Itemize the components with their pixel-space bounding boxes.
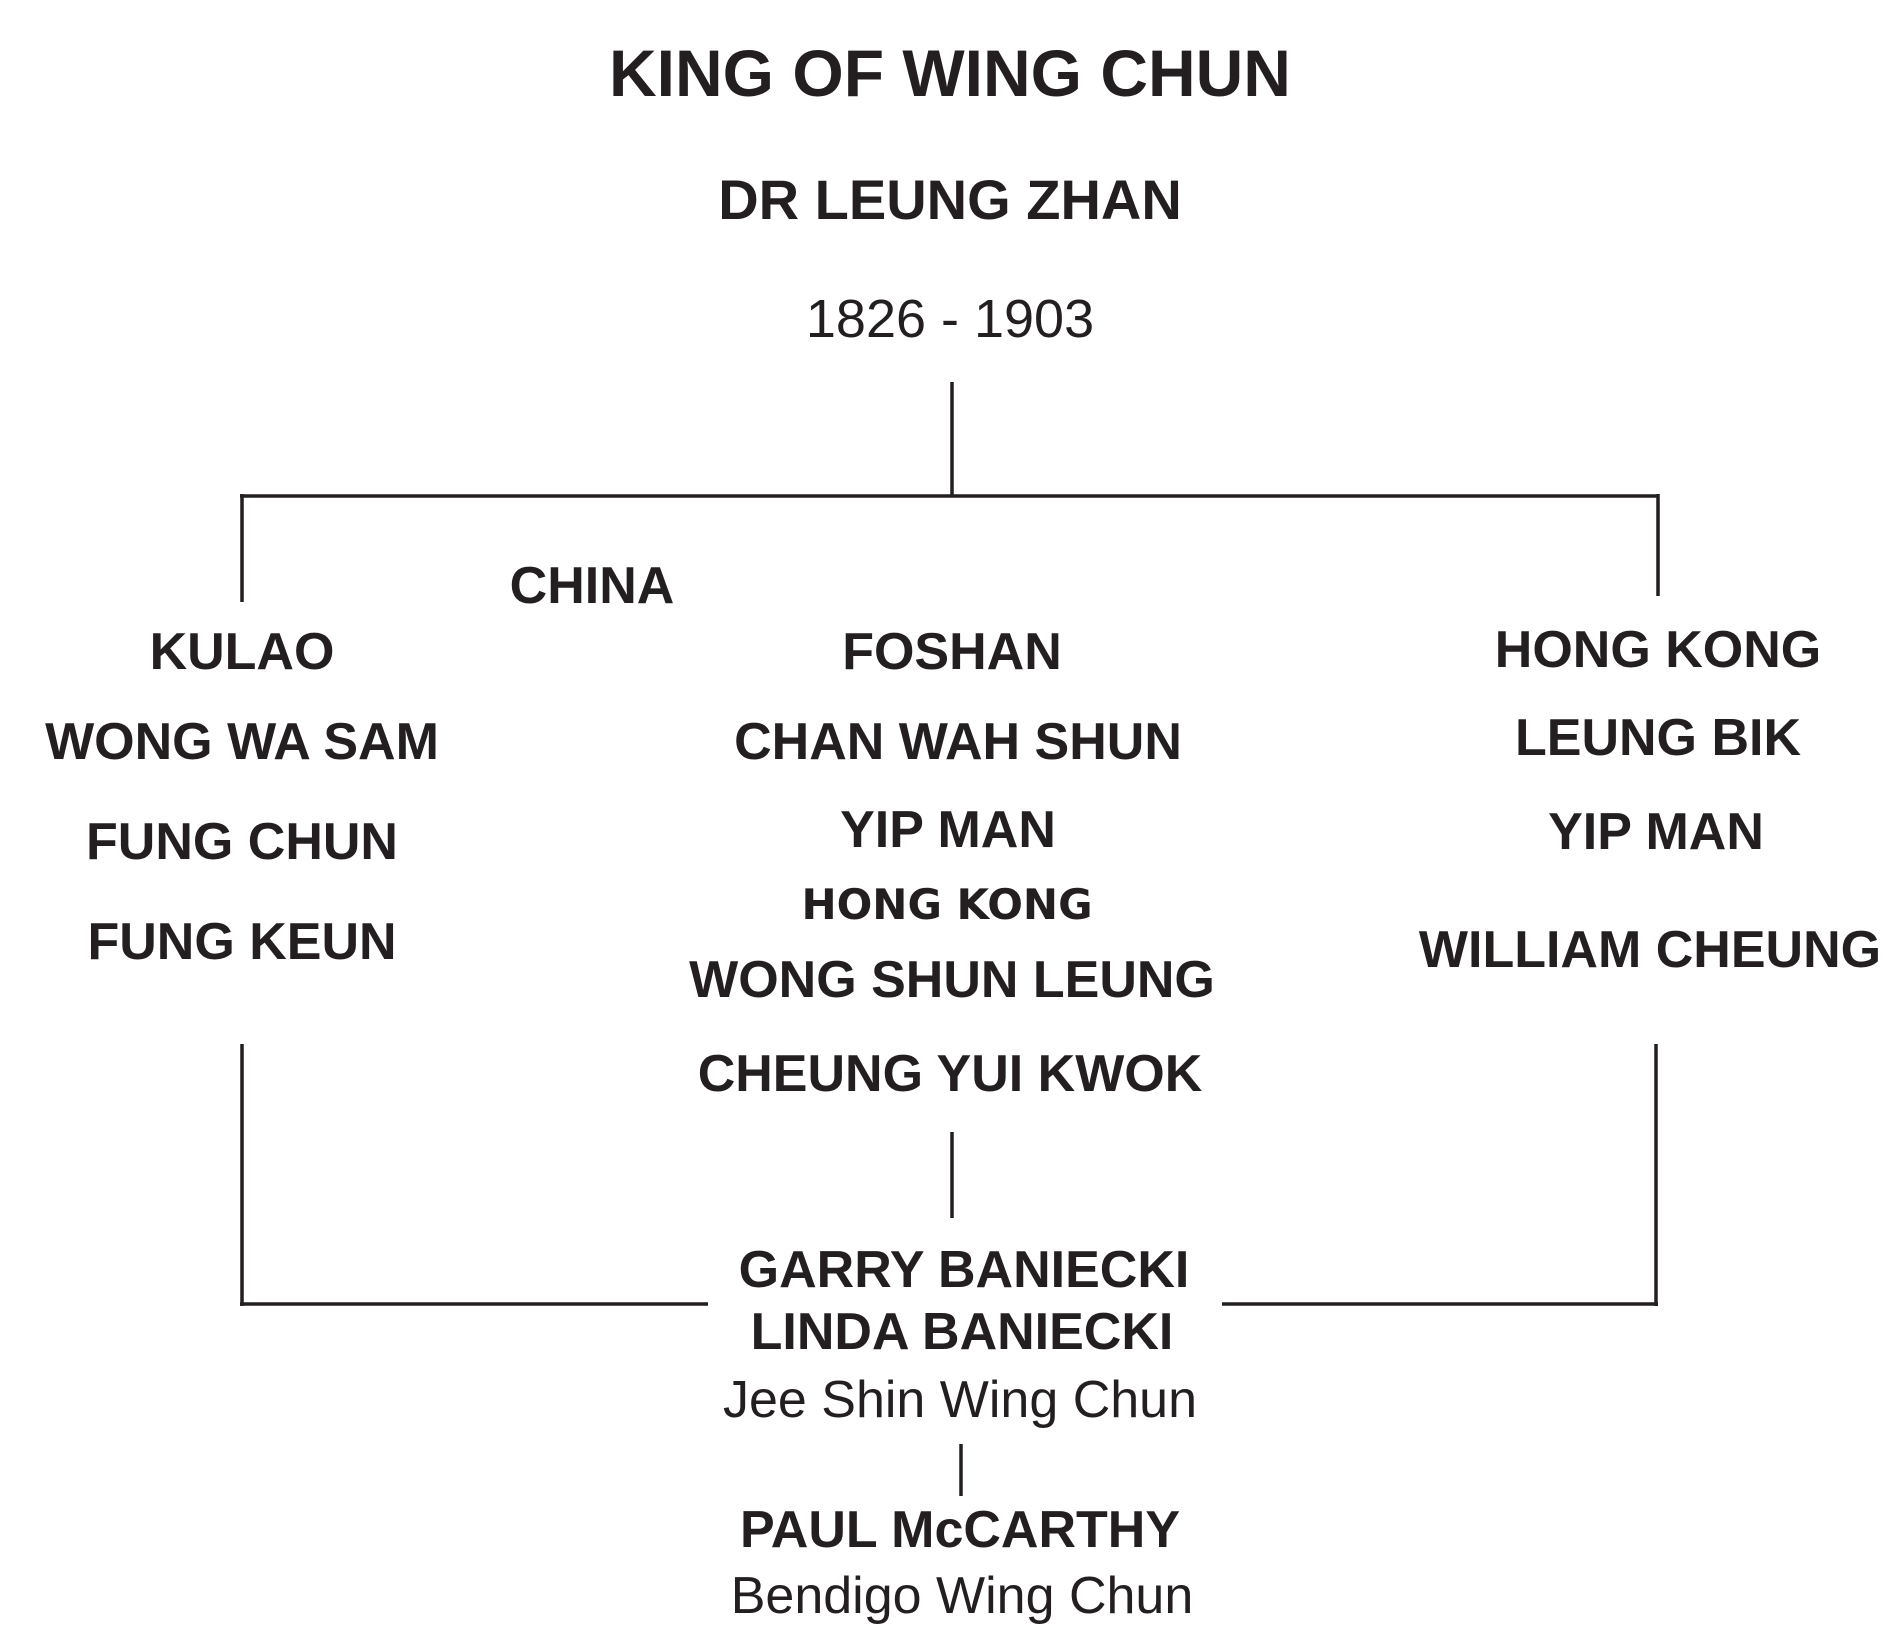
- lineage-name: LEUNG BIK: [1515, 709, 1801, 767]
- lineage-name: WILLIAM CHEUNG: [1418, 921, 1882, 979]
- lineage-name: YIP MAN: [840, 801, 1056, 859]
- branch-center-place: FOSHAN: [842, 623, 1062, 681]
- region-label-china: CHINA: [509, 557, 675, 615]
- lineage-name: WONG WA SAM: [45, 713, 439, 771]
- branch-center-sub-place: HONG KONG: [801, 880, 1093, 929]
- lineage-name: FUNG CHUN: [86, 813, 398, 871]
- lineage-name: WONG SHUN LEUNG: [689, 951, 1215, 1009]
- diagram-title: KING OF WING CHUN: [609, 36, 1291, 110]
- lineage-name: FUNG KEUN: [87, 913, 397, 971]
- successor-name: LINDA BANIECKI: [750, 1303, 1174, 1361]
- founder-years: 1826 - 1903: [805, 289, 1095, 349]
- lineage-name: CHEUNG YUI KWOK: [697, 1045, 1203, 1103]
- final-school: Bendigo Wing Chun: [730, 1567, 1194, 1625]
- final-name: PAUL McCARTHY: [739, 1501, 1181, 1559]
- branch-right-place: HONG KONG: [1494, 621, 1822, 679]
- founder-name: DR LEUNG ZHAN: [718, 168, 1182, 231]
- successor-name: GARRY BANIECKI: [738, 1241, 1190, 1299]
- branch-left-place: KULAO: [149, 623, 335, 681]
- successor-school: Jee Shin Wing Chun: [722, 1371, 1198, 1429]
- lineage-name: YIP MAN: [1548, 803, 1764, 861]
- lineage-name: CHAN WAH SHUN: [734, 713, 1182, 771]
